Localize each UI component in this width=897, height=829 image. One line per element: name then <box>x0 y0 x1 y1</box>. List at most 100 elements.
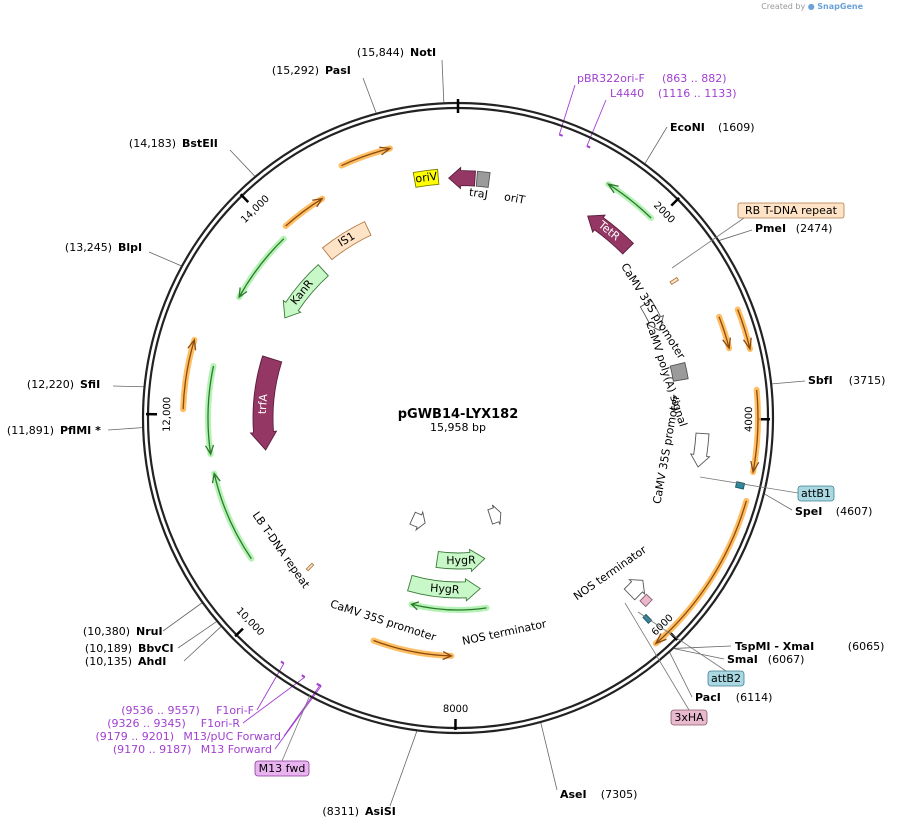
site-position: (2474) <box>796 222 833 235</box>
feature-trfa[interactable]: trfA <box>249 355 283 451</box>
site-ahdi[interactable]: (10,135)AhdI <box>85 655 166 668</box>
primer-range: (863 .. 882) <box>662 72 727 85</box>
site-position: (1609) <box>718 121 755 134</box>
feature-rb-t-dna-repeat[interactable] <box>669 276 680 285</box>
m13-callout-leader <box>281 694 311 762</box>
feature-oriv[interactable]: oriV <box>412 168 440 188</box>
site-smai[interactable]: SmaI(6067) <box>727 653 804 666</box>
site-name: SpeI <box>795 505 822 518</box>
feature-orit[interactable] <box>475 170 491 188</box>
ha-tag-callout[interactable]: 3xHA <box>670 709 708 726</box>
orf-arc[interactable] <box>734 306 753 352</box>
feature-traj[interactable] <box>448 166 477 190</box>
m13-fwd-callout[interactable]: M13 fwd <box>254 760 310 777</box>
orf-arc[interactable] <box>716 313 733 352</box>
orit-outer-label: oriT <box>503 190 526 207</box>
site-pasi[interactable]: (15,292)PasI <box>272 64 351 77</box>
orf-arc[interactable] <box>750 386 761 476</box>
site-pflmi[interactable]: (11,891)PflMI * <box>7 424 101 437</box>
orf-arc[interactable] <box>180 336 198 413</box>
primer-l4440[interactable]: L4440(1116 .. 1133) <box>586 87 737 149</box>
orf-arc-arrowhead <box>606 183 619 194</box>
site-econi[interactable]: EcoNI(1609) <box>670 121 755 134</box>
site-bbvci[interactable]: (10,189)BbvCI <box>85 642 174 655</box>
site-position: (6067) <box>768 653 805 666</box>
orf-arc[interactable] <box>408 601 490 613</box>
orf-arc-line <box>655 500 747 645</box>
site-leader-line <box>162 602 203 632</box>
feature-lb-t-dna-repeat[interactable] <box>305 562 315 572</box>
site-name: NruI <box>136 625 163 638</box>
site-noti[interactable]: (15,844)NotI <box>357 46 436 59</box>
orf-arc[interactable] <box>338 145 393 169</box>
site-sbfi[interactable]: SbfI(3715) <box>808 374 885 387</box>
feature-camv-poly-a-signal[interactable] <box>669 361 689 382</box>
feature-camv-35s-promoter[interactable] <box>409 510 426 532</box>
attb2-callout-leader <box>637 611 727 672</box>
orf-arc[interactable] <box>204 363 217 458</box>
primer-f1ori-f[interactable]: F1ori-F(9536 .. 9557) <box>121 660 285 717</box>
orf-arc[interactable] <box>605 181 655 221</box>
orf-arc[interactable] <box>211 470 255 562</box>
site-name: PmeI <box>755 222 786 235</box>
primer-pbr322ori-f[interactable]: pBR322ori-F(863 .. 882) <box>558 72 727 137</box>
feature-tetr[interactable]: TetR <box>587 214 635 255</box>
feature-is1[interactable]: IS1 <box>321 221 372 261</box>
feature-hygr[interactable]: HygR <box>435 548 486 573</box>
site-spei[interactable]: SpeI(4607) <box>795 505 872 518</box>
primer-f1ori-r[interactable]: F1ori-R(9326 .. 9345) <box>107 674 306 730</box>
ha-callout-label: 3xHA <box>674 711 704 724</box>
orf-arc[interactable] <box>652 497 750 647</box>
feature-camv-35s-promoter[interactable] <box>689 432 711 468</box>
site-tspmi-xmai[interactable]: TspMI - XmaI (6065) <box>735 640 884 653</box>
orf-arc-highlight <box>236 235 287 301</box>
site-asei[interactable]: AseI(7305) <box>560 788 637 801</box>
scale-tick-label: 12,000 <box>162 397 173 432</box>
attb2-callout[interactable]: attB2 <box>707 670 745 687</box>
site-sfii[interactable]: (12,220)SfiI <box>27 378 100 391</box>
feature-nos-terminator[interactable] <box>623 579 646 601</box>
site-leader-line <box>112 385 144 388</box>
site-asisi[interactable]: (8311)AsiSI <box>322 805 395 818</box>
site-leader-line <box>674 645 732 649</box>
site-blpi[interactable]: (13,245)BlpI <box>65 241 142 254</box>
site-position: (6065) <box>848 640 885 653</box>
rb-repeat-callout[interactable]: RB T-DNA repeat <box>737 202 845 219</box>
feature-3xha[interactable] <box>639 593 653 608</box>
site-pmei[interactable]: PmeI (2474) <box>755 222 832 235</box>
orf-arc-line <box>182 339 195 410</box>
orf-arc-arrowhead <box>722 337 732 350</box>
feature-camv-35s-promoter[interactable] <box>639 299 665 332</box>
orf-arc-highlight <box>180 336 198 413</box>
feature-nos-terminator[interactable] <box>487 504 502 525</box>
site-name: AseI <box>560 788 587 801</box>
site-name: AsiSI <box>365 805 396 818</box>
feature-hygr[interactable]: HygR <box>407 574 481 602</box>
orf-arc[interactable] <box>370 637 455 661</box>
orf-arc-arrowhead <box>187 338 197 351</box>
primer-m13-forward[interactable]: M13 Forward(9170 .. 9187) <box>113 683 322 756</box>
attb1-callout-box <box>797 485 835 502</box>
attb1-callout[interactable]: attB1 <box>797 485 835 502</box>
rb-callout-label: RB T-DNA repeat <box>745 204 838 217</box>
site-name: TspMI - XmaI <box>735 640 814 653</box>
orf-arc-line <box>411 603 487 611</box>
site-name: BlpI <box>118 241 142 254</box>
nos-terminator-shape <box>623 579 646 601</box>
orf-arc[interactable] <box>282 195 326 230</box>
watermark-brand: SnapGene <box>817 2 863 11</box>
orf-arc-arrowhead <box>742 337 752 351</box>
scale-tick <box>239 193 250 203</box>
site-paci[interactable]: PacI(6114) <box>695 691 772 704</box>
hygr-shape <box>435 548 486 573</box>
primer-range: (9536 .. 9557) <box>121 704 200 717</box>
site-nrui[interactable]: (10,380)NruI <box>83 625 163 638</box>
site-position: (14,183) <box>129 137 176 150</box>
orf-arc-highlight <box>211 470 255 562</box>
orf-arc[interactable] <box>236 235 287 301</box>
feature-kanr[interactable]: KanR <box>282 264 329 319</box>
orf-arc-arrowhead <box>312 197 324 208</box>
primer-range: (9179 .. 9201) <box>95 730 174 743</box>
site-bsteii[interactable]: (14,183)BstEII <box>129 137 218 150</box>
